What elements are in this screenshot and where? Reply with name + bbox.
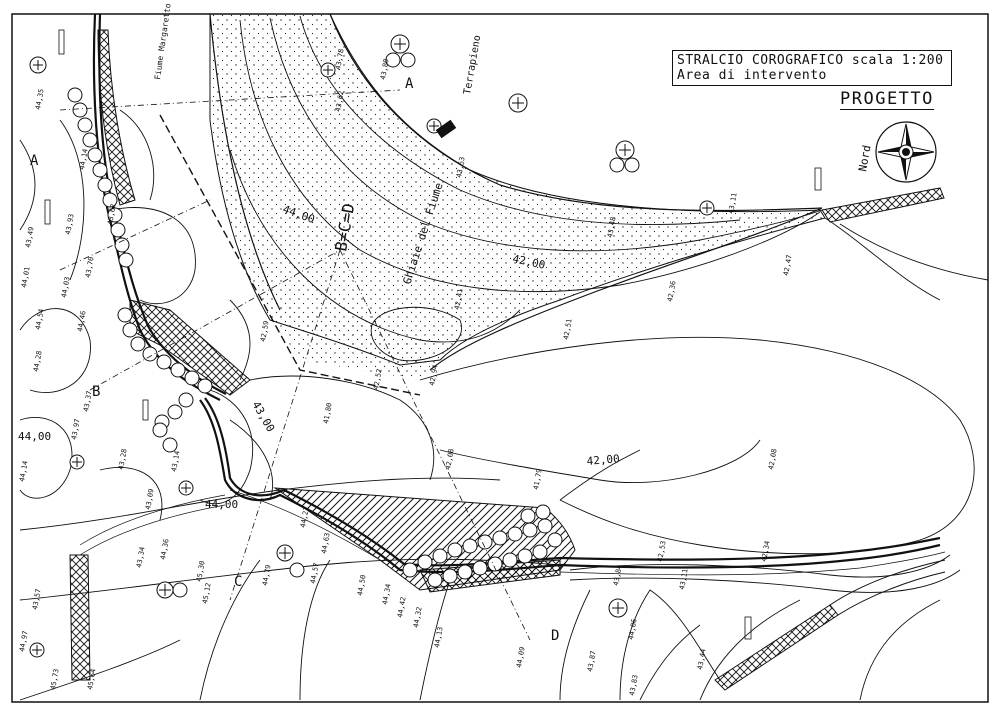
bank-protection-upper-left: [97, 29, 136, 206]
river-bank-lower: [429, 207, 823, 371]
svg-text:44,09: 44,09: [515, 646, 527, 668]
svg-text:45,64: 45,64: [86, 668, 98, 690]
svg-text:43,87: 43,87: [586, 650, 598, 672]
compass-label: Nord: [856, 144, 873, 172]
boulder-row-central: [402, 504, 563, 588]
gravel-lower-area: [260, 300, 440, 380]
svg-text:42,52: 42,52: [372, 368, 384, 390]
svg-text:44,57: 44,57: [309, 562, 321, 584]
svg-text:44,63: 44,63: [320, 532, 332, 554]
svg-text:41,79: 41,79: [532, 468, 544, 490]
label-embankment: Terrapieno: [462, 34, 483, 95]
svg-text:45,73: 45,73: [49, 668, 61, 690]
north-arrow-compass-icon: [875, 121, 937, 183]
svg-text:42,08: 42,08: [444, 448, 456, 470]
svg-text:44,28: 44,28: [32, 350, 44, 372]
river-bank-left: [209, 13, 281, 311]
sign-markers: [44, 29, 822, 640]
title-line-1: STRALCIO COROGRAFICO scala 1:200: [677, 53, 944, 68]
svg-text:44,79: 44,79: [261, 564, 273, 586]
svg-text:44,36: 44,36: [159, 538, 171, 560]
label-section-b: B: [92, 384, 100, 400]
svg-text:42,53: 42,53: [656, 540, 668, 562]
svg-text:43,37: 43,37: [82, 390, 94, 412]
label-section-a: A: [30, 153, 39, 169]
svg-text:42,08: 42,08: [767, 448, 779, 470]
label-section-a-right: A: [405, 76, 414, 92]
svg-text:44,13: 44,13: [433, 626, 445, 648]
svg-text:43,80: 43,80: [379, 58, 391, 80]
tree-symbols: [29, 34, 715, 658]
label-section-c: C: [234, 574, 242, 590]
svg-text:42,47: 42,47: [782, 254, 794, 276]
svg-text:43,49: 43,49: [24, 226, 36, 248]
river-bank-right: [329, 13, 823, 212]
svg-text:42,41: 42,41: [453, 288, 465, 310]
svg-text:43,62: 43,62: [106, 203, 118, 225]
svg-text:43,44: 43,44: [696, 648, 708, 670]
contour-lines: [19, 15, 989, 701]
river-channel-lower-fine: [79, 489, 946, 576]
svg-text:43,09: 43,09: [144, 488, 156, 510]
svg-text:44,14: 44,14: [18, 460, 30, 482]
svg-text:43,11: 43,11: [727, 192, 739, 214]
svg-text:43,83: 43,83: [628, 674, 640, 696]
svg-text:43,93: 43,93: [64, 213, 76, 235]
svg-text:44,21: 44,21: [299, 506, 311, 528]
contour-label: 44,00: [18, 430, 51, 443]
contour-label: 43,00: [249, 399, 277, 434]
svg-text:43,14: 43,14: [170, 450, 182, 472]
svg-text:44,03: 44,03: [60, 276, 72, 298]
svg-text:44,50: 44,50: [356, 574, 368, 596]
svg-text:43,57: 43,57: [31, 588, 43, 610]
stream-lower-right: [829, 559, 946, 616]
svg-text:44,06: 44,06: [627, 618, 639, 640]
svg-text:42,51: 42,51: [562, 318, 574, 340]
bank-protection-upper-right: [821, 187, 945, 223]
svg-text:45,12: 45,12: [201, 582, 213, 604]
svg-text:42,59: 42,59: [259, 320, 271, 342]
svg-text:44,46: 44,46: [76, 310, 88, 332]
contour-label: 42,00: [586, 452, 620, 468]
svg-text:44,54: 44,54: [34, 308, 46, 330]
label-section-d: D: [551, 628, 559, 644]
svg-text:43,97: 43,97: [70, 418, 82, 440]
svg-text:43,34: 43,34: [135, 546, 147, 568]
bank-protection-lower-left: [69, 554, 91, 681]
svg-text:43,78: 43,78: [334, 48, 346, 70]
svg-text:43,62: 43,62: [334, 90, 346, 112]
svg-text:42,94: 42,94: [428, 364, 440, 386]
svg-text:44,97: 44,97: [18, 630, 30, 652]
section-lines: [59, 89, 531, 641]
svg-text:44,14: 44,14: [78, 148, 90, 170]
title-line-2: Area di intervento: [677, 68, 827, 83]
project-boundary: [159, 114, 421, 396]
svg-text:42,36: 42,36: [666, 280, 678, 302]
svg-text:44,35: 44,35: [34, 88, 46, 110]
svg-text:45,30: 45,30: [195, 560, 207, 582]
title-block: STRALCIO COROGRAFICO scala 1:200 Area di…: [672, 50, 952, 86]
svg-text:42,34: 42,34: [760, 540, 772, 562]
sheet-frame: [11, 13, 989, 703]
svg-text:44,42: 44,42: [396, 596, 408, 618]
svg-text:41,80: 41,80: [322, 402, 334, 424]
svg-text:43,48: 43,48: [606, 216, 618, 238]
contour-label: 44,00: [205, 498, 238, 511]
project-stamp: PROGETTO: [840, 89, 934, 110]
building-symbol: [435, 119, 457, 139]
svg-text:43,28: 43,28: [117, 448, 129, 470]
svg-text:43,53: 43,53: [455, 156, 467, 178]
svg-text:44,34: 44,34: [381, 583, 393, 605]
svg-text:44,32: 44,32: [412, 606, 424, 628]
boulder-row-left: [67, 87, 213, 430]
svg-text:44,01: 44,01: [20, 266, 32, 288]
svg-text:43,84: 43,84: [612, 564, 624, 586]
spot-elevations: 43,78 43,62 43,80 43,53 43,48 43,11 42,4…: [18, 48, 794, 696]
svg-text:43,11: 43,11: [678, 568, 690, 590]
svg-text:43,70: 43,70: [84, 256, 96, 278]
